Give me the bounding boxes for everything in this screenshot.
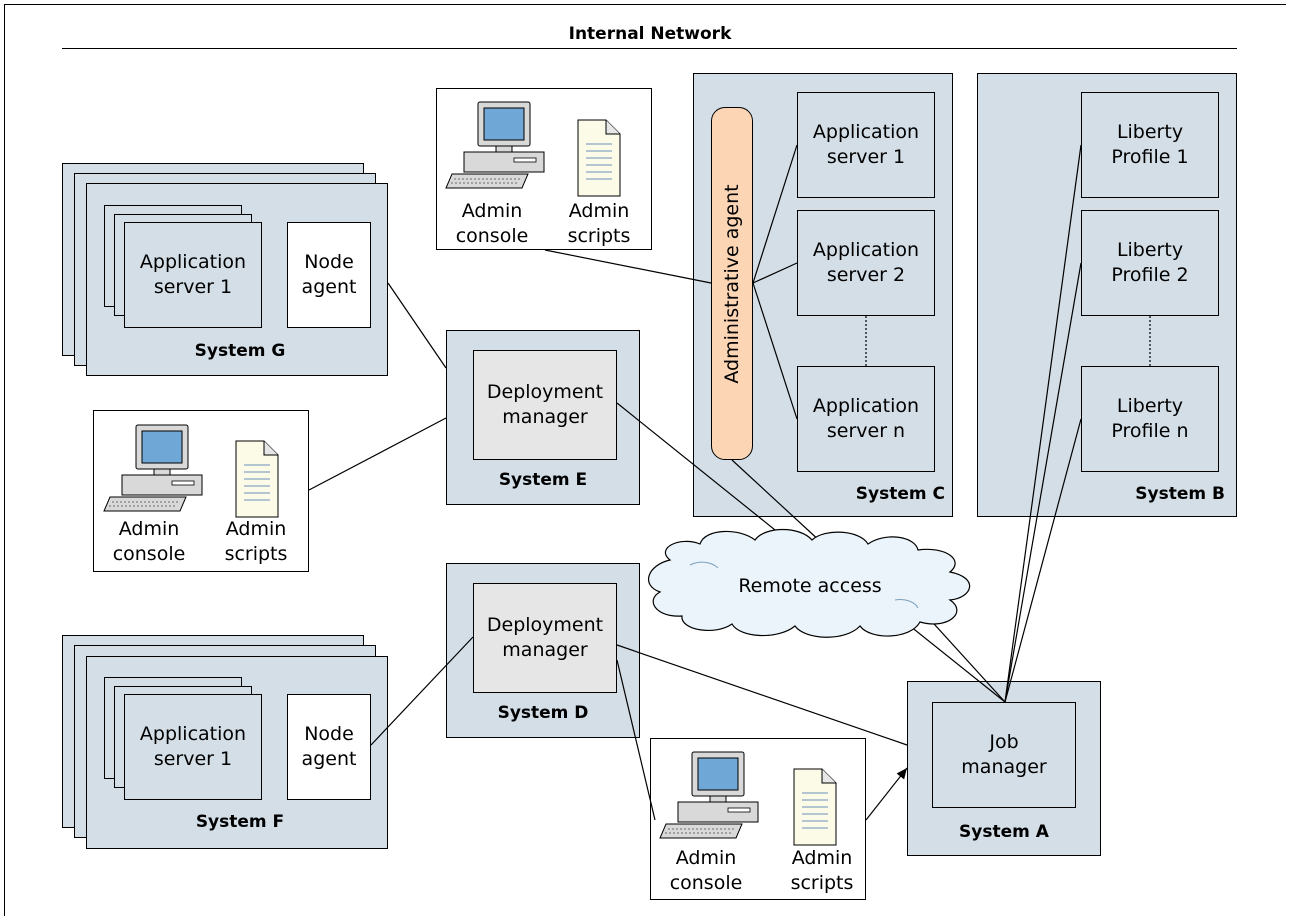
- system-e-label: System E: [498, 470, 588, 490]
- diagram-frame: [4, 4, 1286, 916]
- system-d-label: System D: [497, 703, 589, 723]
- network-title: Internal Network: [568, 24, 732, 44]
- network-line: [62, 48, 1237, 49]
- remote-access-label: Remote access: [738, 575, 882, 597]
- system-a-label: System A: [959, 822, 1049, 842]
- system-c-label: System C: [855, 484, 945, 504]
- system-g-label: System G: [194, 341, 286, 361]
- system-f-label: System F: [195, 812, 285, 832]
- system-b-label: System B: [1135, 484, 1225, 504]
- administrative-agent: Administrative agent: [711, 107, 753, 460]
